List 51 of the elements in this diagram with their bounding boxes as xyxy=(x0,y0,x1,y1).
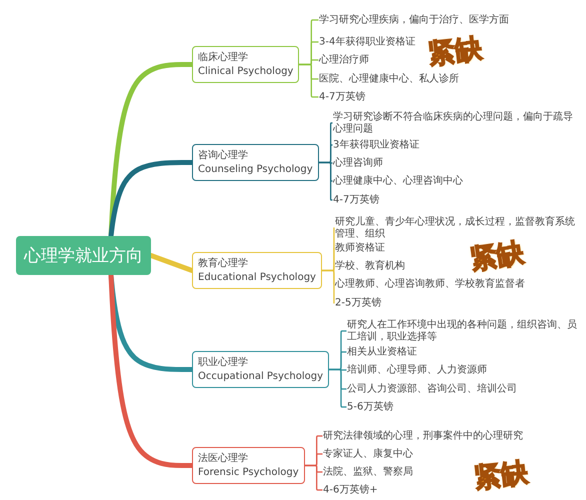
branch-line xyxy=(108,272,194,468)
central-topic-box: 心理学就业方向 xyxy=(16,236,151,275)
topic-box xyxy=(192,447,305,484)
leaf-text: 学习研究诊断不符合临床疾病的心理问题，偏向于疏导心理问题 xyxy=(332,112,580,134)
leaf-text: 心理健康中心、心理咨询中心 xyxy=(332,175,464,187)
topic-title: 职业心理学 xyxy=(198,356,249,370)
connector-line xyxy=(321,270,335,304)
leaf-text: 研究儿童、青少年心理状况，成长过程，监督教育系统管理、组织 xyxy=(334,216,580,240)
leaf-text: 医院、心理健康中心、私人诊所 xyxy=(318,73,460,85)
connector-line xyxy=(304,464,323,491)
topic-box xyxy=(192,252,322,289)
leaf-text: 心理咨询师 xyxy=(332,157,384,169)
leaf-text: 公司人力资源部、咨询公司、培训公司 xyxy=(346,383,518,395)
leaf-text: 3年获得职业资格证 xyxy=(332,139,420,151)
stamp-text: 紧缺 xyxy=(426,35,484,68)
leaf-text: 教师资格证 xyxy=(334,242,386,254)
topic-box xyxy=(192,46,300,83)
leaf-text: 法院、监狱、警察局 xyxy=(322,466,414,478)
topic-title: 教育心理学 xyxy=(198,257,249,270)
leaf-text: 研究法律领域的心理，刑事案件中的心理研究 xyxy=(322,430,524,442)
leaf-text: 3-4年获得职业资格证 xyxy=(318,36,416,48)
topic-subtitle: Forensic Psychology xyxy=(198,466,299,479)
leaf-text: 专家证人、康复中心 xyxy=(322,448,414,460)
leaf-text: 学校、教育机构 xyxy=(334,260,406,272)
branch-line xyxy=(108,160,194,238)
leaf-text: 2-5万英镑 xyxy=(334,297,382,309)
topic-box xyxy=(192,144,319,181)
leaf-text: 4-7万英镑 xyxy=(332,194,380,206)
topic-subtitle: Occupational Psychology xyxy=(198,370,324,383)
leaf-text: 心理治疗师 xyxy=(318,54,370,66)
branch-line xyxy=(148,253,194,273)
topic-subtitle: Clinical Psychology xyxy=(198,64,294,78)
topic-title: 法医心理学 xyxy=(198,452,249,466)
connector-line xyxy=(298,64,319,98)
connector-line xyxy=(328,368,347,408)
leaf-text: 4-6万英镑+ xyxy=(322,484,379,496)
leaf-text: 心理教师、心理咨询教师、学校教育监督者 xyxy=(334,278,526,290)
leaf-text: 学习研究心理疾病，偏向于治疗、医学方面 xyxy=(318,14,510,26)
topic-title: 咨询心理学 xyxy=(198,149,249,162)
topic-box xyxy=(192,351,330,388)
leaf-text: 4-7万英镑 xyxy=(318,91,366,103)
topic-title: 临床心理学 xyxy=(198,51,249,64)
leaf-text: 5-6万英镑 xyxy=(346,401,394,413)
topic-subtitle: Educational Psychology xyxy=(198,270,316,284)
leaf-text: 研究人在工作环境中出现的各种问题，组织咨询、员工培训，职业选择等 xyxy=(346,320,580,342)
stamp-text: 紧缺 xyxy=(468,239,526,274)
stamp-text: 紧缺 xyxy=(472,459,530,492)
connector-line xyxy=(318,162,333,201)
leaf-text: 相关从业资格证 xyxy=(346,346,418,358)
leaf-text: 培训师、心理导师、人力资源师 xyxy=(346,364,488,376)
topic-subtitle: Counseling Psychology xyxy=(198,162,313,176)
